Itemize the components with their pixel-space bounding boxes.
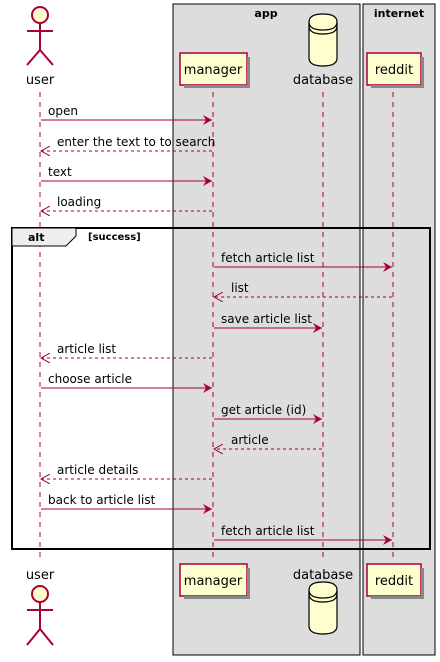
- message-enter-text: enter the text to to search: [41, 135, 215, 151]
- participant-database-bottom: database: [293, 568, 353, 635]
- message-label: get article (id): [221, 403, 306, 417]
- message-choose-article: choose article: [41, 372, 212, 393]
- box-app-title: app: [254, 7, 277, 20]
- message-list: list: [214, 281, 392, 297]
- message-label: fetch article list: [221, 524, 315, 538]
- message-label: back to article list: [48, 493, 156, 507]
- participant-database-top: database: [293, 13, 353, 88]
- message-back-to-article-list: back to article list: [41, 493, 212, 514]
- message-label: choose article: [48, 372, 132, 386]
- message-label: open: [48, 104, 78, 118]
- participant-manager-label: manager: [184, 63, 243, 78]
- participant-database-label: database: [293, 568, 353, 583]
- database-icon: [308, 13, 338, 67]
- participant-user-top: user: [26, 6, 55, 88]
- message-text: text: [41, 165, 212, 186]
- message-label: save article list: [221, 312, 312, 326]
- message-label: list: [231, 281, 249, 295]
- participant-manager-bottom: manager: [179, 563, 250, 599]
- actor-icon: [26, 585, 54, 646]
- message-label: loading: [57, 195, 101, 209]
- message-open: open: [41, 104, 212, 125]
- alt-keyword: alt: [28, 231, 44, 244]
- message-label: enter the text to to search: [57, 135, 215, 149]
- participant-user-bottom: user: [26, 568, 55, 646]
- alt-condition: [success]: [88, 232, 141, 243]
- message-save-article-list: save article list: [214, 312, 322, 333]
- participant-user-label: user: [26, 568, 55, 583]
- participant-manager-top: manager: [179, 52, 250, 88]
- database-icon: [308, 581, 338, 635]
- participant-reddit-label: reddit: [375, 63, 413, 78]
- message-article: article: [214, 433, 322, 449]
- message-fetch-article-list: fetch article list: [214, 251, 392, 272]
- participant-user-label: user: [26, 73, 55, 88]
- participant-reddit-top: reddit: [366, 52, 424, 88]
- message-fetch-article-list-2: fetch article list: [214, 524, 392, 545]
- message-label: article details: [57, 463, 138, 477]
- participant-reddit-bottom: reddit: [366, 563, 424, 599]
- message-label: article list: [57, 342, 116, 356]
- actor-icon: [26, 6, 54, 66]
- message-article-details: article details: [41, 463, 212, 479]
- alt-fragment: alt [success]: [11, 227, 431, 550]
- message-label: fetch article list: [221, 251, 315, 265]
- participant-reddit-label: reddit: [375, 574, 413, 589]
- message-loading: loading: [41, 195, 212, 211]
- message-label: text: [48, 165, 72, 179]
- message-get-article: get article (id): [214, 403, 322, 424]
- participant-database-label: database: [293, 73, 353, 88]
- box-app: app: [172, 3, 361, 656]
- box-internet-title: internet: [374, 7, 424, 20]
- message-label: article: [231, 433, 269, 447]
- box-internet: internet: [362, 3, 436, 656]
- participant-manager-label: manager: [184, 574, 243, 589]
- message-article-list: article list: [41, 342, 212, 358]
